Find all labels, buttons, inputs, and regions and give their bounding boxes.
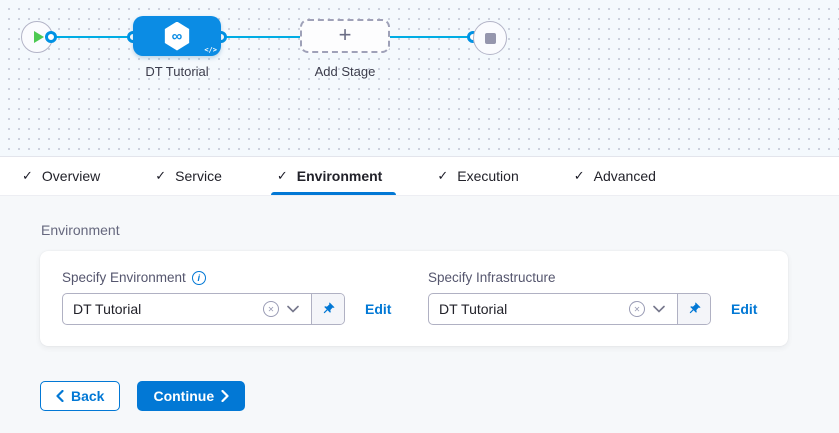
tab-advanced[interactable]: ✓ Advanced [574, 157, 656, 195]
environment-select[interactable]: DT Tutorial ✕ [62, 293, 345, 325]
pipeline-edge [389, 36, 474, 38]
fixed-value-pin-button[interactable] [677, 294, 710, 324]
tab-label: Service [175, 168, 222, 184]
environment-select-value[interactable]: DT Tutorial [73, 301, 142, 317]
check-icon: ✓ [22, 168, 33, 183]
clear-icon[interactable]: ✕ [263, 301, 279, 317]
chevron-down-icon[interactable] [653, 305, 665, 313]
infrastructure-select[interactable]: DT Tutorial ✕ [428, 293, 711, 325]
edit-environment-link[interactable]: Edit [365, 301, 392, 317]
check-icon: ✓ [573, 168, 585, 183]
info-icon[interactable]: i [191, 270, 206, 285]
pipeline-edge [220, 36, 301, 38]
chevron-down-icon[interactable] [287, 305, 299, 313]
tab-environment[interactable]: ✓ Environment [270, 157, 397, 195]
field-label: Specify Infrastructure [428, 270, 556, 285]
check-icon: ✓ [155, 168, 167, 183]
pipeline-end-node[interactable] [473, 21, 507, 55]
stage-node-label: DT Tutorial [145, 64, 209, 79]
pipeline-edge [50, 36, 134, 38]
chevron-left-icon [56, 390, 64, 402]
section-title: Environment [41, 222, 120, 238]
infinity-glyph: ∞ [171, 27, 183, 45]
deployment-hexagon-icon: ∞ [164, 21, 190, 51]
stage-node-dt-tutorial[interactable]: ∞ </> [133, 16, 221, 56]
tab-label: Advanced [593, 168, 656, 184]
continue-button[interactable]: Continue [137, 381, 246, 411]
environment-tab-panel: Environment Specify Environment i DT Tut… [0, 222, 839, 411]
back-button[interactable]: Back [40, 381, 121, 411]
environment-field: Specify Environment i DT Tutorial ✕ [62, 270, 428, 325]
pin-icon [323, 302, 335, 314]
play-icon [33, 31, 44, 43]
tab-overview[interactable]: ✓ Overview [22, 157, 100, 195]
pipeline-canvas: ∞ </> DT Tutorial + Add Stage [0, 0, 839, 156]
tab-service[interactable]: ✓ Service [155, 157, 222, 195]
plus-icon: + [338, 22, 352, 47]
tab-label: Execution [457, 168, 519, 184]
add-stage-button[interactable]: + [300, 19, 390, 53]
check-icon: ✓ [276, 168, 288, 183]
footer-actions: Back Continue [40, 381, 839, 411]
edit-infrastructure-link[interactable]: Edit [731, 301, 758, 317]
pin-icon [689, 302, 701, 314]
chevron-right-icon [221, 390, 229, 402]
environment-card: Specify Environment i DT Tutorial ✕ [40, 251, 788, 346]
field-label: Specify Environment [62, 270, 186, 285]
tab-label: Overview [41, 168, 101, 184]
stop-icon [484, 32, 496, 44]
tab-label: Environment [296, 168, 383, 184]
clear-icon[interactable]: ✕ [629, 301, 645, 317]
continue-button-label: Continue [153, 388, 215, 404]
infrastructure-field: Specify Infrastructure DT Tutorial ✕ [428, 270, 757, 325]
add-stage-label: Add Stage [314, 64, 376, 79]
connector-port [45, 31, 57, 43]
check-icon: ✓ [437, 168, 449, 183]
fixed-value-pin-button[interactable] [311, 294, 344, 324]
code-icon: </> [204, 46, 217, 54]
tab-execution[interactable]: ✓ Execution [437, 157, 518, 195]
stage-tabbar: ✓ Overview ✓ Service ✓ Environment ✓ Exe… [0, 156, 839, 196]
back-button-label: Back [71, 388, 105, 404]
infrastructure-select-value[interactable]: DT Tutorial [439, 301, 508, 317]
